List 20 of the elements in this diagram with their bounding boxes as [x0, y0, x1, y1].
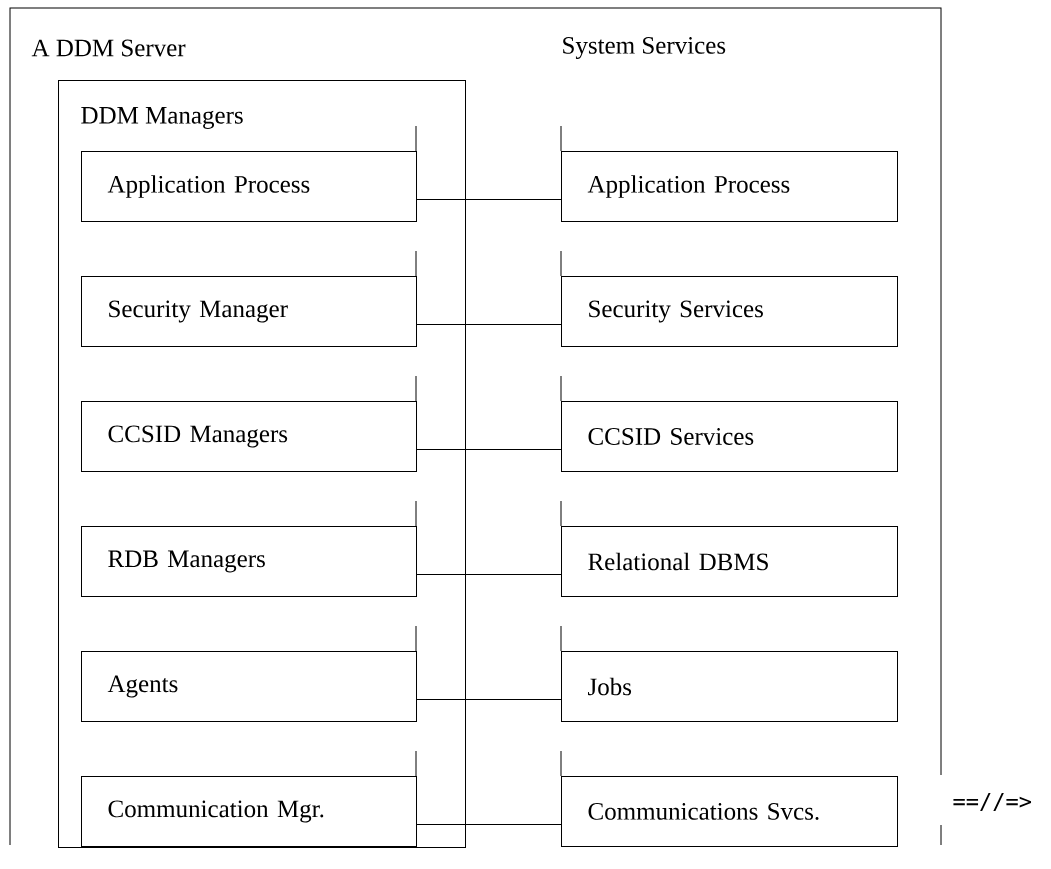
column-heading: System Services [563, 37, 726, 59]
connector-line [416, 824, 562, 825]
service-box: Communications Svcs. [561, 776, 898, 847]
connector-line [416, 324, 562, 325]
process-box: RDB Managers [81, 526, 417, 597]
process-box: Agents [81, 651, 417, 722]
connector-line [416, 449, 562, 450]
connector-line [416, 574, 562, 575]
connector-line [416, 199, 562, 200]
process-box: CCSID Managers [81, 401, 417, 472]
process-box: Security Manager [81, 276, 417, 347]
service-box: Relational DBMS [561, 526, 898, 597]
link-symbol: ==//=> [953, 792, 1031, 812]
service-box: Jobs [561, 651, 898, 722]
service-box: Application Process [561, 151, 898, 222]
process-box: Communication Mgr. [81, 776, 417, 847]
service-box: CCSID Services [561, 401, 898, 472]
connector-line [416, 699, 562, 700]
service-box: Security Services [561, 276, 898, 347]
process-box: Application Process [81, 151, 417, 222]
